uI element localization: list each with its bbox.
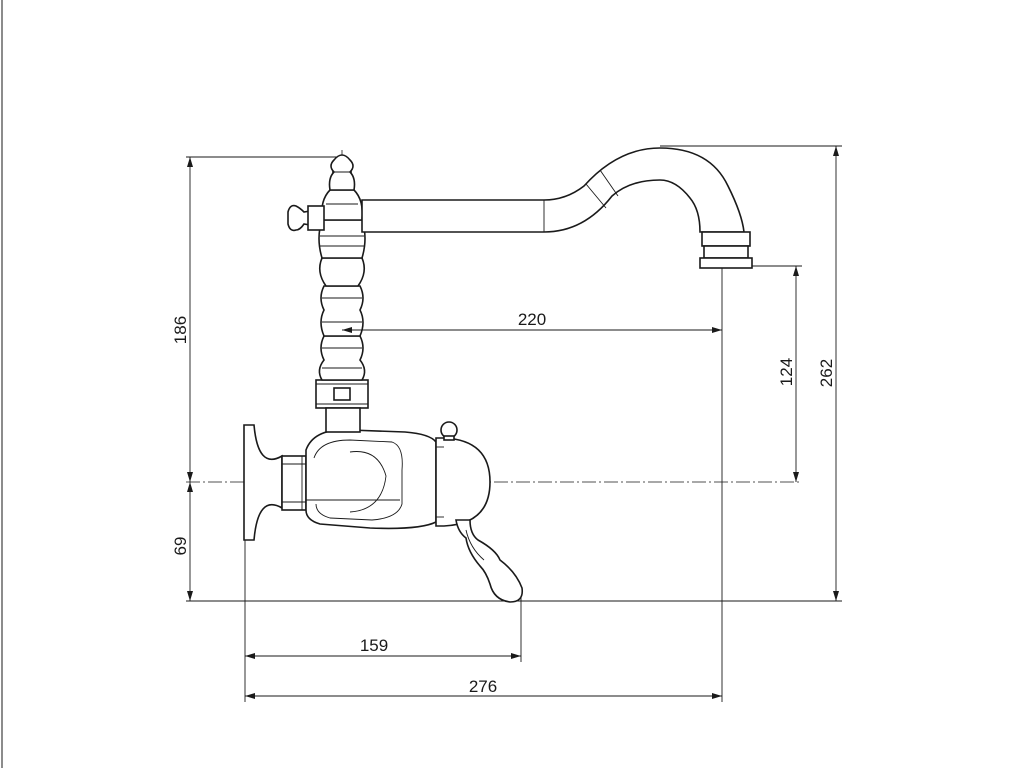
spout: [361, 147, 745, 233]
label-total-depth: 276: [469, 677, 497, 696]
label-lower-height: 69: [171, 537, 190, 556]
dim-total-depth: [245, 693, 722, 699]
cartridge-housing: [435, 437, 491, 527]
label-lever-depth: 159: [360, 636, 388, 655]
dim-spout-outlet-height: [793, 266, 799, 482]
dim-lower-height: [187, 482, 193, 601]
dim-total-height: [833, 146, 839, 601]
label-spout-outlet-height: 124: [777, 358, 796, 386]
side-knob: [287, 204, 325, 232]
label-upper-height: 186: [171, 316, 190, 344]
label-total-height: 262: [817, 359, 836, 387]
label-spout-reach: 220: [518, 310, 546, 329]
faucet-body: [243, 147, 753, 603]
dim-lever-depth: [245, 653, 521, 659]
wall-flange: [243, 424, 283, 541]
dim-upper-height: [187, 157, 193, 482]
lever-handle: [455, 519, 524, 603]
dim-spout-reach: [342, 327, 722, 333]
aerator: [701, 231, 751, 247]
riser-column: [315, 154, 369, 433]
